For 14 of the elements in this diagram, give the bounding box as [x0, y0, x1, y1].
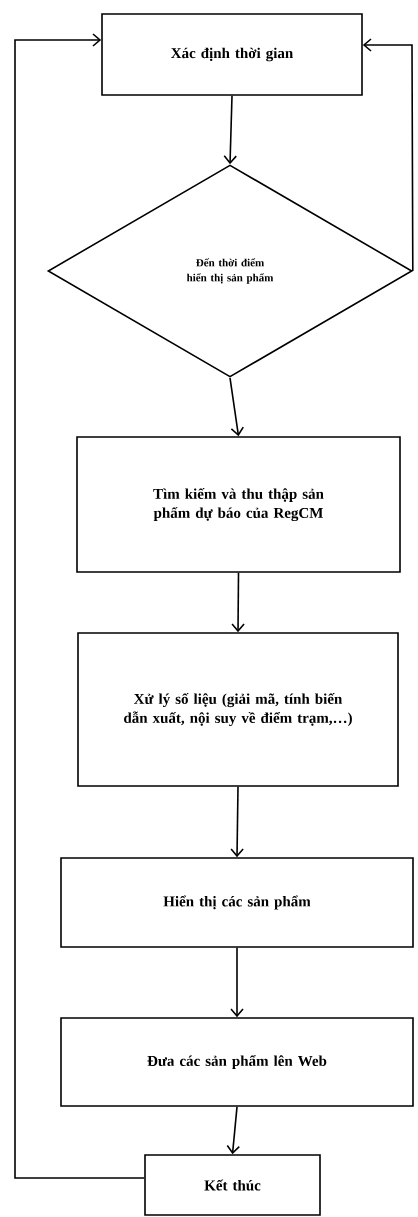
arrow: [14, 33, 145, 1179]
arrow: [226, 1106, 241, 1155]
process-box: Tìm kiếm và thu thập sản phẩm dự báo của RegCM: [76, 436, 401, 573]
process-box: Kết thúc: [144, 1154, 321, 1216]
arrow: [362, 38, 414, 272]
process-box: Đưa các sản phẩm lên Web: [60, 1017, 414, 1107]
arrow: [229, 377, 245, 437]
arrow: [230, 786, 244, 858]
arrow: [223, 95, 238, 165]
process-box: Xác định thời gian: [101, 13, 363, 96]
arrow: [230, 947, 244, 1018]
arrow: [231, 572, 245, 633]
process-box: Hiển thị các sản phẩm: [60, 857, 414, 948]
process-box: Xử lý số liệu (giải mã, tính biến dẫn xuất, nội suy về điểm trạm,…): [77, 632, 399, 787]
